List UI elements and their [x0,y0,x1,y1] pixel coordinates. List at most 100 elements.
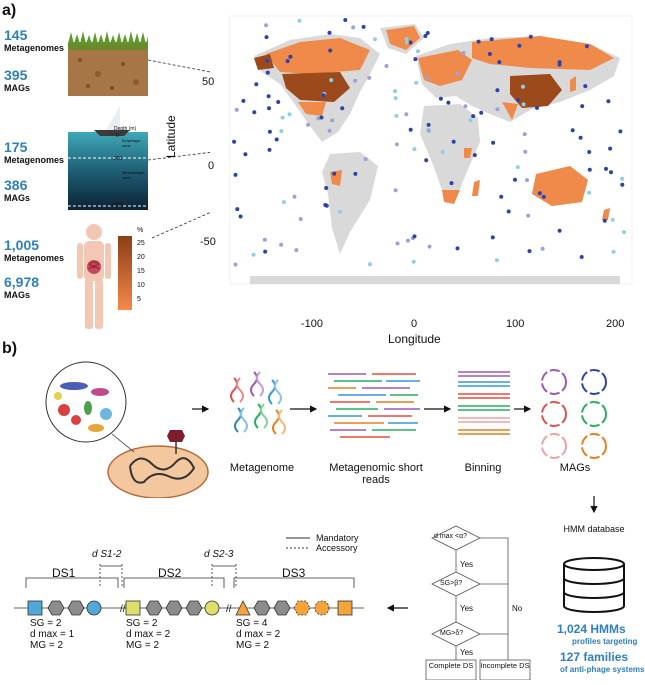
country-kenya [464,148,472,158]
sample-point [489,37,494,42]
sample-point [455,71,460,76]
no-label: No [512,604,523,613]
human-body-icon [77,224,111,329]
sample-point [395,241,400,246]
ocean-metagenomes-count: 175 [4,139,28,155]
ytick-neg50: -50 [200,236,216,248]
sample-point [610,217,615,222]
ds3-stats: SG = 4 d max = 2 MG = 2 [236,618,280,651]
human-color-scale [118,236,132,310]
scale-tick-25: 25 [137,240,145,247]
ds1-dmax: d max = 1 [30,629,75,640]
sample-point [587,167,592,172]
sample-point [394,142,399,147]
sample-point [243,152,248,157]
sample-point [517,43,522,48]
country-nz [602,208,610,220]
sample-point [384,64,389,68]
sample-point [372,37,377,42]
short-reads-illustration [328,373,420,438]
sample-point [279,129,284,134]
sample-point [487,52,492,56]
ds2-dmax: d max = 2 [126,629,171,640]
sample-point [476,39,481,44]
sample-point [570,128,575,133]
xtick-100: 100 [506,318,525,330]
world-map-svg [210,14,635,314]
sample-point [292,194,297,199]
sample-point [497,60,502,65]
sample-point [557,228,562,233]
sample-point [451,139,456,144]
sample-point [340,106,345,111]
ds2-label: DS2 [158,566,182,580]
sample-point [499,194,504,199]
sample-point [494,258,499,263]
yes-label-3: Yes [460,648,474,657]
depth-tick-0: 0 [116,133,119,139]
ytick-50: 50 [202,76,215,88]
sample-point [426,128,431,133]
defense-system-genes: // // [14,564,364,616]
land-antarctica [250,276,620,284]
sample-point [411,259,416,264]
sample-point [338,209,342,214]
sample-point [319,115,324,120]
soil-metagenomes-count: 145 [4,27,28,43]
sample-point [274,137,279,142]
sample-point [238,214,243,219]
legend-accessory: Accessory [316,543,358,553]
sample-point [583,84,588,89]
ds3-sg: SG = 4 [236,618,268,629]
country-mexico [298,102,326,116]
families-sub: of anti-phage systems [560,665,645,674]
ds3-dmax: d max = 2 [236,629,281,640]
sample-point [537,191,542,196]
sample-point [233,172,238,177]
sample-point [233,262,238,267]
sample-point [579,255,584,259]
sample-point [618,129,623,134]
sample-point [413,57,418,62]
ds1-stats: SG = 2 d max = 1 MG = 2 [30,618,74,651]
epipelagic-label: Epipelagic zone [122,138,141,148]
sample-point [438,96,443,101]
hmm-count: 1,024 HMMs [557,622,626,636]
sample-point [412,147,417,152]
sample-point [495,107,500,112]
sample-point [521,84,525,89]
sample-point [264,23,269,28]
yes-label-1: Yes [460,560,474,569]
sample-point [414,80,419,85]
sample-point [330,118,335,123]
country-china [510,74,562,108]
scale-tick-5: 5 [137,296,141,303]
depth-tick-200: -200 [112,156,123,162]
sample-point [324,186,329,190]
mesopelagic-label: Mesopelagic zone [122,170,145,180]
sample-point [404,112,409,117]
sample-point [393,89,397,94]
sample-point [604,166,608,171]
sample-point [323,203,328,207]
sample-point [264,35,269,40]
ytick-0: 0 [208,160,215,172]
sample-point [423,34,428,38]
sample-point [525,178,529,183]
sample-point [254,82,259,87]
sample-point [412,234,417,239]
sample-point [523,149,528,154]
sample-point [235,207,240,212]
sample-point [406,238,410,243]
sample-point [513,177,517,182]
sample-point [276,100,281,104]
legend-mandatory: Mandatory [316,533,359,543]
sample-point [471,114,476,119]
ds1-mg: MG = 2 [30,640,64,651]
svg-text://: // [226,604,232,615]
sample-point [306,122,311,127]
hmm-db-label: HMM database [563,524,625,534]
sample-point [279,242,284,247]
sample-point [232,139,237,144]
x-axis-label: Longitude [388,332,441,346]
